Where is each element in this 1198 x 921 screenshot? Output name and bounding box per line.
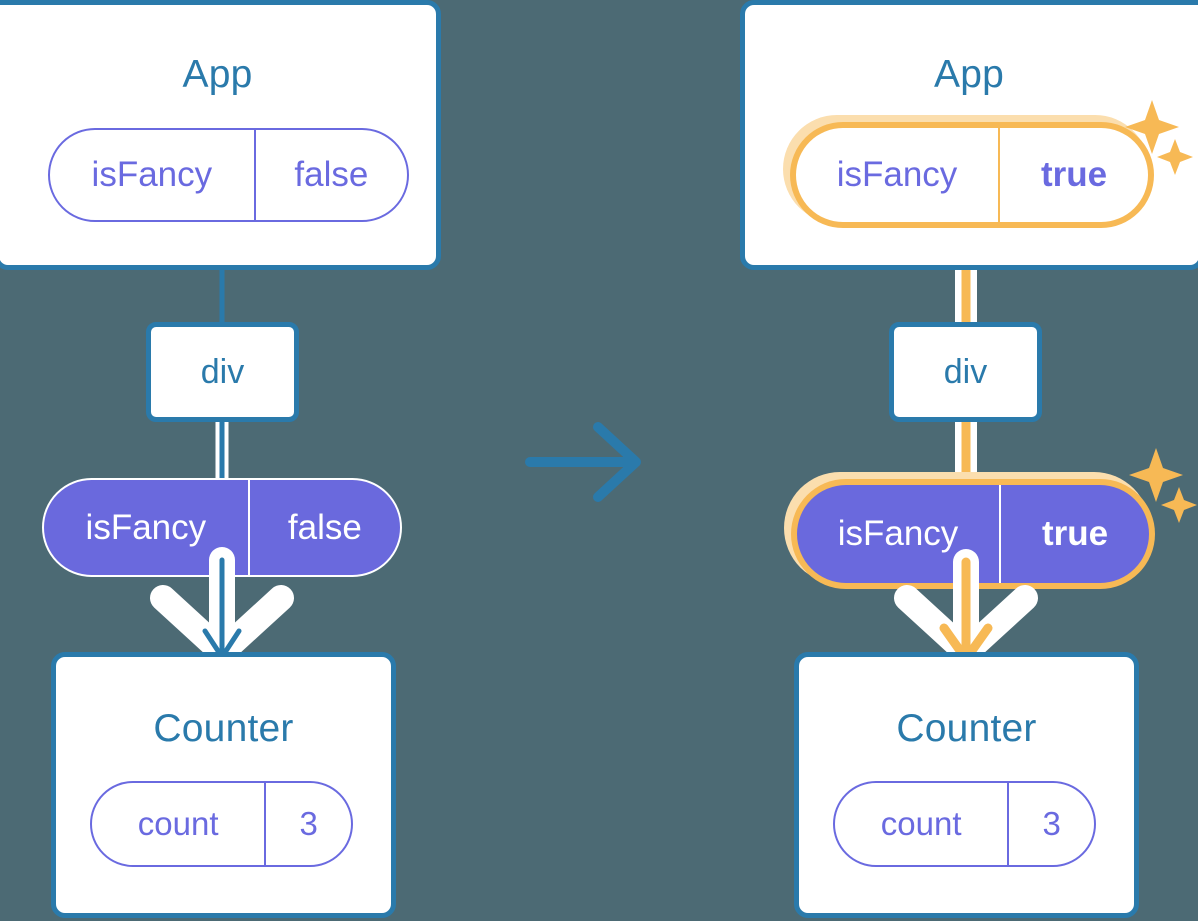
arrow-right-icon [525,422,641,502]
after-app-state-pill: isFancy true [796,128,1148,222]
after-counter-state-pill: count 3 [833,781,1096,867]
before-prop-value: false [247,480,400,575]
after-prop-pill: isFancy true [797,485,1149,583]
after-div-label: div [943,352,988,391]
before-counter-state-key: count [137,805,219,842]
sparkle-large-icon [1129,448,1183,502]
before-prop-key: isFancy [85,507,207,547]
before-counter-state-value: 3 [264,783,351,865]
after-prop-pill-highlight: isFancy true [784,472,1155,589]
after-app-sparkles [1125,100,1193,175]
after-counter-title: Counter [896,707,1037,750]
after-counter-state-value: 3 [1007,783,1094,865]
after-counter-state-key: count [880,805,962,842]
sparkle-large-icon [1125,100,1179,154]
after-div-box: div [889,322,1042,422]
before-app-state-key: isFancy [91,155,213,194]
before-counter-title: Counter [153,707,294,750]
after-prop-sparkles [1129,448,1197,523]
before-app-state-pill: isFancy false [48,128,409,222]
after-prop-value: true [999,485,1149,583]
sparkle-small-icon [1161,487,1197,523]
before-app-title: App [182,53,253,96]
after-app-title: App [934,53,1004,96]
before-prop-pill: isFancy false [42,478,402,577]
before-div-label: div [200,352,245,391]
sparkle-small-icon [1157,139,1193,175]
before-div-box: div [146,322,299,422]
after-app-state-key: isFancy [836,155,958,194]
after-app-state-pill-highlight: isFancy true [783,115,1154,228]
after-prop-key: isFancy [837,514,959,553]
after-app-state-value: true [998,128,1148,222]
before-counter-state-pill: count 3 [90,781,353,867]
before-app-state-value: false [253,130,407,220]
